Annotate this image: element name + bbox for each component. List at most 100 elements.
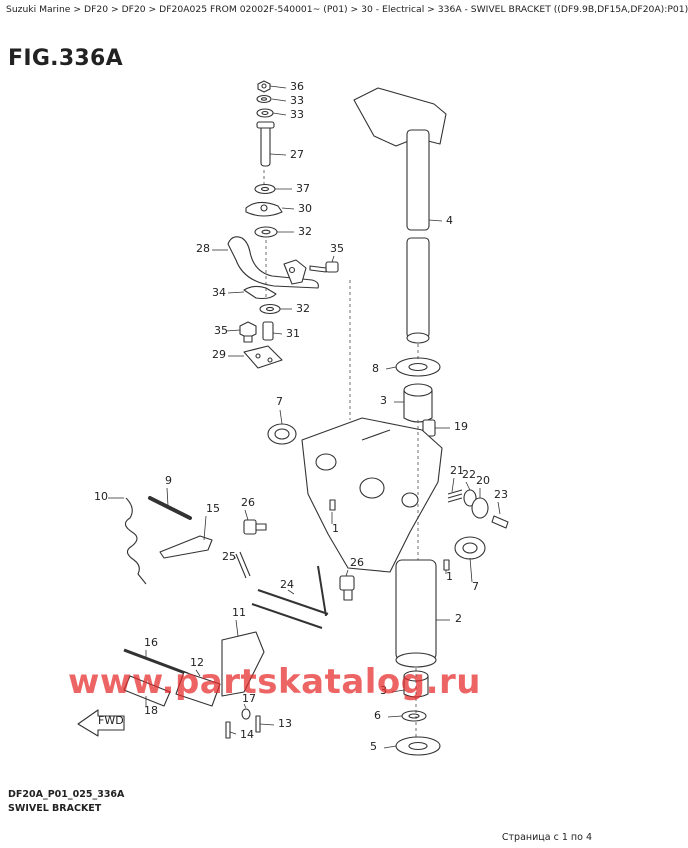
part-36-nut[interactable] <box>257 80 271 93</box>
callout-part-34[interactable]: 34 <box>212 286 226 299</box>
callout-leader-9 <box>166 487 169 507</box>
callout-leader-7 <box>469 557 473 583</box>
callout-leader-30 <box>281 207 295 210</box>
callout-part-21[interactable]: 21 <box>450 464 464 477</box>
part-1-grease-nipple-b[interactable] <box>443 559 450 571</box>
part-27-pin[interactable] <box>256 121 275 167</box>
callout-part-7[interactable]: 7 <box>472 580 479 593</box>
part-29-plate[interactable] <box>243 345 283 369</box>
callout-part-36[interactable]: 36 <box>290 80 304 93</box>
callout-leader-35 <box>225 329 241 332</box>
part-5-washer[interactable] <box>395 736 441 756</box>
part-15-clip[interactable] <box>159 535 213 559</box>
callout-part-6[interactable]: 6 <box>374 709 381 722</box>
callout-part-15[interactable]: 15 <box>206 502 220 515</box>
part-26-bolt-a[interactable] <box>243 519 267 535</box>
callout-part-27[interactable]: 27 <box>290 148 304 161</box>
callout-part-33[interactable]: 33 <box>290 94 304 107</box>
callout-part-25[interactable]: 25 <box>222 550 236 563</box>
callout-leader-17 <box>243 703 247 709</box>
part-4-steering-tube[interactable] <box>353 87 447 344</box>
part-2-swivel-tube[interactable] <box>395 559 437 668</box>
part-6-washer[interactable] <box>401 710 427 722</box>
callout-part-11[interactable]: 11 <box>232 606 246 619</box>
callout-part-26[interactable]: 26 <box>241 496 255 509</box>
part-18-bracket[interactable] <box>123 675 171 707</box>
part-13-pin[interactable] <box>255 715 261 733</box>
part-30-plate[interactable] <box>245 201 283 217</box>
callout-part-23[interactable]: 23 <box>494 488 508 501</box>
callout-part-2[interactable]: 2 <box>455 612 462 625</box>
callout-part-32[interactable]: 32 <box>298 225 312 238</box>
part-14-pin[interactable] <box>225 721 231 739</box>
callout-leader-13 <box>259 723 275 726</box>
callout-part-3[interactable]: 3 <box>380 684 387 697</box>
callout-part-35[interactable]: 35 <box>330 242 344 255</box>
part-32-washer[interactable] <box>254 226 278 238</box>
part-3-bushing[interactable] <box>403 383 433 423</box>
part-20-knob[interactable] <box>471 497 489 519</box>
callout-part-1[interactable]: 1 <box>446 570 453 583</box>
part-24-rod-assembly[interactable] <box>251 565 329 629</box>
callout-leader-23 <box>497 501 501 515</box>
part-33-washer-a[interactable] <box>256 94 272 104</box>
part-23-bolt[interactable] <box>491 515 509 529</box>
callout-part-8[interactable]: 8 <box>372 362 379 375</box>
part-35-bolt-a[interactable] <box>309 261 339 273</box>
callout-part-12[interactable]: 12 <box>190 656 204 669</box>
callout-part-30[interactable]: 30 <box>298 202 312 215</box>
part-37-washer[interactable] <box>254 183 276 195</box>
callout-leader-22 <box>465 481 471 491</box>
callout-leader-3 <box>391 689 405 693</box>
callout-part-24[interactable]: 24 <box>280 578 294 591</box>
breadcrumb[interactable]: Suzuki Marine > DF20 > DF20 > DF20A025 F… <box>6 4 688 15</box>
part-7-bushing-b[interactable] <box>454 536 486 560</box>
callout-part-35[interactable]: 35 <box>214 324 228 337</box>
part-1-grease-nipple-a[interactable] <box>329 499 336 511</box>
part-34-spring-clip[interactable] <box>243 285 277 300</box>
callout-part-13[interactable]: 13 <box>278 717 292 730</box>
part-12-lever[interactable] <box>175 671 221 707</box>
part-10-spring[interactable] <box>124 497 147 585</box>
callout-part-28[interactable]: 28 <box>196 242 210 255</box>
callout-part-5[interactable]: 5 <box>370 740 377 753</box>
callout-part-14[interactable]: 14 <box>240 728 254 741</box>
part-21-spring[interactable] <box>447 489 463 503</box>
part-33-washer-b[interactable] <box>256 108 274 118</box>
callout-part-18[interactable]: 18 <box>144 704 158 717</box>
part-8-washer[interactable] <box>395 357 441 377</box>
callout-part-9[interactable]: 9 <box>165 474 172 487</box>
part-32-washer-lower[interactable] <box>259 303 281 315</box>
callout-part-16[interactable]: 16 <box>144 636 158 649</box>
callout-leader-33 <box>271 98 287 102</box>
callout-part-37[interactable]: 37 <box>296 182 310 195</box>
part-26-bolt-b[interactable] <box>339 575 355 601</box>
part-11-link[interactable] <box>221 631 265 697</box>
part-16-rod[interactable] <box>123 648 189 676</box>
callout-part-3[interactable]: 3 <box>380 394 387 407</box>
callout-part-31[interactable]: 31 <box>286 327 300 340</box>
part-28-tilt-handle[interactable] <box>227 236 319 289</box>
part-31-pin[interactable] <box>262 321 274 341</box>
callout-part-4[interactable]: 4 <box>446 214 453 227</box>
part-9-rod[interactable] <box>148 496 192 520</box>
callout-part-17[interactable]: 17 <box>242 692 256 705</box>
part-17-washer[interactable] <box>241 708 251 720</box>
callout-part-29[interactable]: 29 <box>212 348 226 361</box>
part-25-spring[interactable] <box>235 551 251 579</box>
callout-part-26[interactable]: 26 <box>350 556 364 569</box>
callout-part-19[interactable]: 19 <box>454 420 468 433</box>
figure-code: DF20A_P01_025_336A <box>8 789 125 800</box>
callout-leader-8 <box>385 366 397 370</box>
callout-leader-24 <box>287 589 295 595</box>
part-35-bolt-b[interactable] <box>239 321 257 343</box>
callout-part-22[interactable]: 22 <box>462 468 476 481</box>
callout-part-7[interactable]: 7 <box>276 395 283 408</box>
callout-part-32[interactable]: 32 <box>296 302 310 315</box>
callout-part-10[interactable]: 10 <box>94 490 108 503</box>
part-7-bushing-a[interactable] <box>267 423 297 445</box>
callout-part-33[interactable]: 33 <box>290 108 304 121</box>
callout-part-1[interactable]: 1 <box>332 522 339 535</box>
callout-part-20[interactable]: 20 <box>476 474 490 487</box>
